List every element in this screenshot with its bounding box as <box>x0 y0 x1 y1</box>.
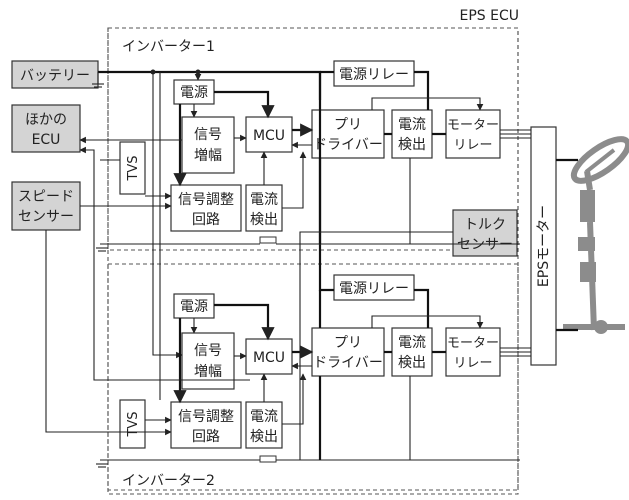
inverter2-power-label: 電源 <box>180 299 208 315</box>
inverter2-boundary <box>107 263 519 491</box>
inverter2-amp-label-1: 信号 <box>194 343 222 359</box>
inverter2-cond-box <box>170 401 242 449</box>
torque-sensor-box <box>452 209 518 257</box>
inverter2-relay-box <box>333 274 415 301</box>
inverter1-cond-box <box>170 184 242 232</box>
other-ecu-label-1: ほかの <box>25 112 67 128</box>
inverter2-tvs-box <box>119 399 146 449</box>
inverter1-motor-relay-box <box>445 109 501 159</box>
speed-sensor-label-1: スピード <box>18 189 74 205</box>
eps-motor-box <box>530 126 557 366</box>
inverter2-cond-label-1: 信号調整 <box>178 409 234 425</box>
speed-sensor-label-2: センサー <box>18 209 74 225</box>
inverter2-cur2-label-2: 検出 <box>398 355 426 371</box>
eps-motor-label: EPSモーター <box>536 205 552 287</box>
other-ecu-label-2: ECU <box>32 132 61 148</box>
inverter1-cur-label-1: 電流 <box>250 192 278 208</box>
inverter2-predrv-label-2: ドライバー <box>313 355 383 371</box>
inverter1-title: インバーター1 <box>122 39 215 55</box>
inverter2-relay-label: 電源リレー <box>339 281 409 297</box>
inverter2-amp-label-2: 増幅 <box>194 364 222 380</box>
inverter2-tvs-label: TVS <box>126 411 141 437</box>
inverter1-cur2-label-1: 電流 <box>398 117 426 133</box>
inverter2-cur2-label-1: 電流 <box>398 335 426 351</box>
other-ecu-box <box>11 104 81 153</box>
inverter1-power-box <box>173 79 215 105</box>
inverter2-shunt-resistor <box>259 455 277 463</box>
inverter2-mcu-label: MCU <box>253 350 285 366</box>
inverter2-power-box <box>173 293 215 319</box>
inverter1-motor-relay-label-1: モーター <box>447 118 499 133</box>
inverter1-tvs-label: TVS <box>126 155 141 181</box>
inverter1-mcu-label: MCU <box>253 128 285 144</box>
inverter1: 電源 信号 増幅 MCU TVS 信号調整 回路 電流 検出 電源リレー プリ … <box>119 60 501 244</box>
inverter2-cur-label-2: 検出 <box>250 429 278 445</box>
inverter1-relay-label: 電源リレー <box>339 67 409 83</box>
inverter1-motor-relay-label-2: リレー <box>453 138 492 153</box>
inverter1-amp-box <box>181 116 235 174</box>
inverter2-predrv-label-1: プリ <box>334 335 362 351</box>
inverter1-power-label: 電源 <box>180 85 208 101</box>
inverter2-cur-label-1: 電流 <box>250 409 278 425</box>
inverter2-motor-relay-label-1: モーター <box>447 336 499 351</box>
inverter1-amp-label-1: 信号 <box>194 127 222 143</box>
inverter2: 電源 信号 増幅 MCU TVS 信号調整 回路 電流 検出 電源リレー プリ … <box>119 274 501 463</box>
inverter1-cur2-label-2: 検出 <box>398 137 426 153</box>
speed-sensor-box <box>11 181 81 231</box>
inverter1-cur-label-2: 検出 <box>250 212 278 228</box>
inverter2-amp-box <box>181 332 235 390</box>
wiring <box>45 69 578 468</box>
inverter2-cond-label-2: 回路 <box>192 429 220 445</box>
inverter1-boundary <box>107 27 519 251</box>
inverter2-cur2-box <box>391 327 433 377</box>
inverter1-amp-label-2: 増幅 <box>194 148 222 164</box>
inverter1-cond-label-1: 信号調整 <box>178 192 234 208</box>
eps-ecu-title: EPS ECU <box>460 8 520 24</box>
inverter1-relay-box <box>333 60 415 87</box>
steering-wheel-icon <box>563 136 629 334</box>
inverter1-predrv-box <box>311 109 385 159</box>
torque-sensor-label-1: トルク <box>464 217 506 233</box>
inverter2-title: インバーター2 <box>122 473 215 489</box>
inverter2-motor-relay-label-2: リレー <box>453 356 492 371</box>
torque-sensor-label-2: センサー <box>457 237 513 253</box>
inverter2-motor-relay-box <box>445 327 501 377</box>
inverter1-predrv-label-1: プリ <box>334 117 362 133</box>
inverter1-predrv-label-2: ドライバー <box>313 137 383 153</box>
inverter1-cond-label-2: 回路 <box>192 212 220 228</box>
inverter1-tvs-box <box>119 141 146 195</box>
inverter1-shunt-resistor <box>259 236 277 244</box>
battery-label: バッテリー <box>20 68 90 84</box>
